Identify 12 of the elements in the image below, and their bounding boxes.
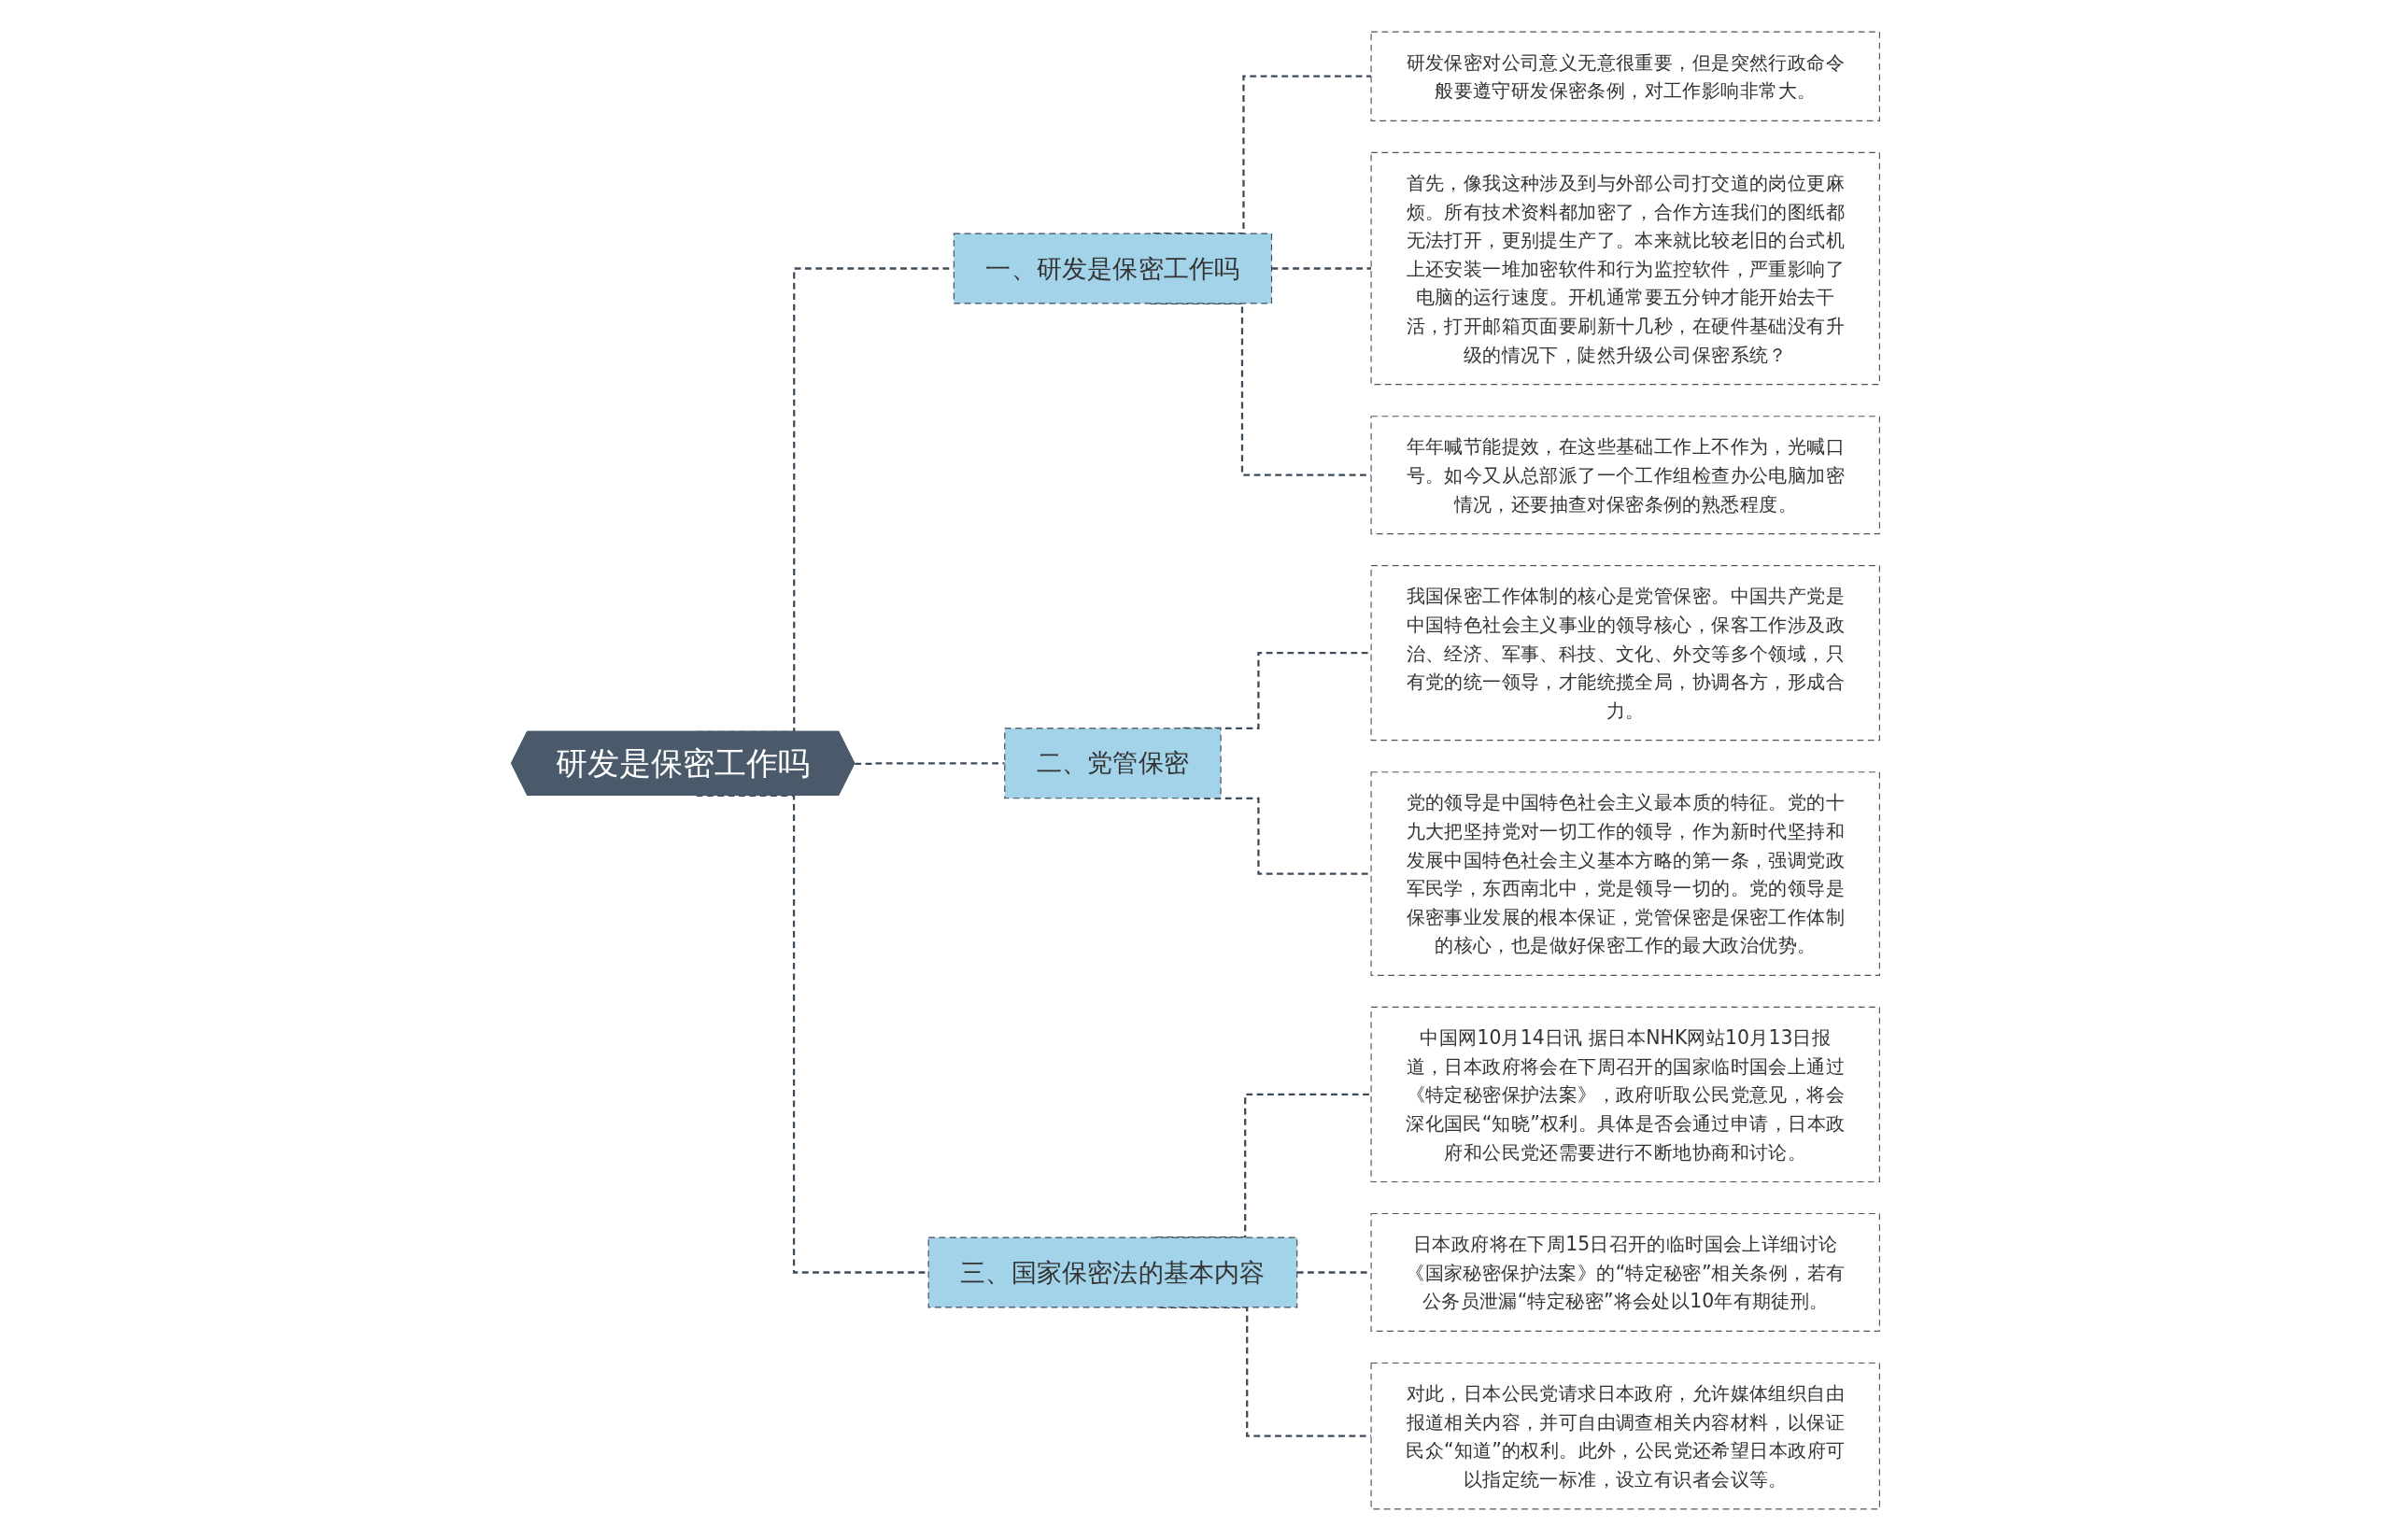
- node-box: 中国网10月14日讯 据日本NHK网站10月13日报道，日本政府将会在下周召开的国家临时国会上通过《特定秘密保护法案》，政府听取公民党意见，将会深化国民“知晓”权利。具体是否会通过申请，日本政府和公民党还需要进行不断地协商和讨论。: [1370, 1006, 1880, 1182]
- node-box: 二、党管保密: [1004, 727, 1222, 798]
- node-box: 我国保密工作体制的核心是党管保密。中国共产党是中国特色社会主义事业的领导核心，保客工作涉及政治、经济、军事、科技、文化、外交等多个领域，只有党的统一领导，才能统揽全局，协调各方，形成合力。: [1370, 564, 1880, 741]
- node-box: 对此，日本公民党请求日本政府，允许媒体组织自由报道相关内容，并可自由调查相关内容材料，以保证民众“知道”的权利。此外，公民党还希望日本政府可以指定统一标准，设立有识者会议等。: [1370, 1362, 1880, 1509]
- node-box: 研发保密对公司意义无意很重要，但是突然行政命令般要遵守研发保密条例，对工作影响非常大。: [1370, 31, 1880, 121]
- node-box: 首先，像我这种涉及到与外部公司打交道的岗位更麻烦。所有技术资料都加密了，合作方连我们的图纸都无法打开，更别提生产了。本来就比较老旧的台式机上还安装一堆加密软件和行为监控软件，严重影响了电脑的运行速度。开机通常要五分钟才能开始去干活，打开邮箱页面要刷新十几秒，在硬件基础没有升级的情况下，陡然升级公司保密系统？: [1370, 151, 1880, 385]
- node-box: 一、研发是保密工作吗: [953, 233, 1273, 304]
- node-box: 日本政府将在下周15日召开的临时国会上详细讨论《国家秘密保护法案》的“特定秘密”相关条例，若有公务员泄漏“特定秘密”将会处以10年有期徒刑。: [1370, 1212, 1880, 1332]
- node-box: 党的领导是中国特色社会主义最本质的特征。党的十九大把坚持党对一切工作的领导，作为新时代坚持和发展中国特色社会主义基本方略的第一条，强调党政军民学，东西南北中，党是领导一切的。党的领导是保密事业发展的根本保证，党管保密是保密工作体制的核心，也是做好保密工作的最大政治优势。: [1370, 770, 1880, 976]
- connector: [1271, 266, 1372, 270]
- node-box: 三、国家保密法的基本内容: [927, 1236, 1298, 1307]
- node-box: 年年喊节能提效，在这些基础工作上不作为，光喊口号。如今又从总部派了一个工作组检查办公电脑加密情况，还要抽查对保密条例的熟悉程度。: [1370, 415, 1880, 534]
